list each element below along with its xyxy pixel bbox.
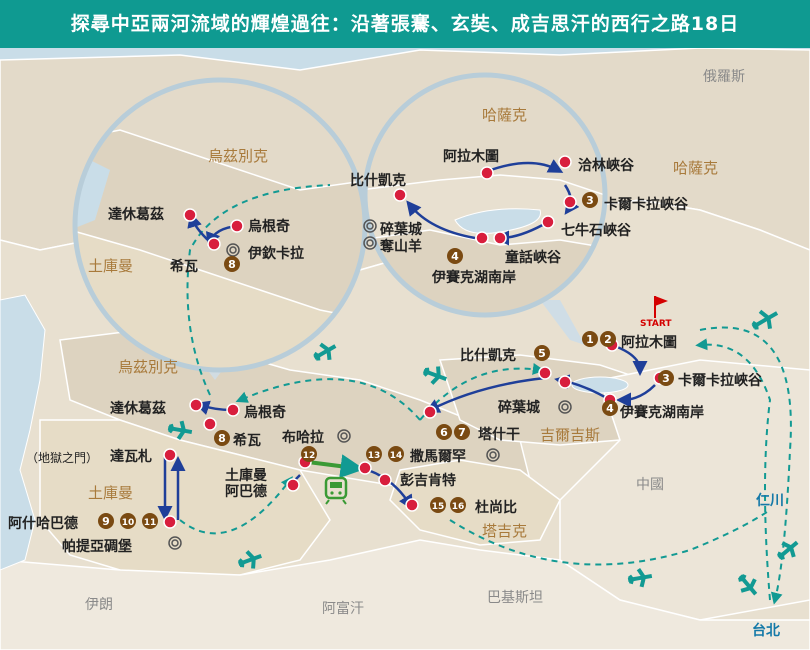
label-urgench-inset: 烏根奇 (248, 219, 290, 235)
inset-left (72, 77, 368, 380)
label-ibex: 奪山羊 (380, 239, 422, 255)
label-ashgabat: 阿什哈巴德 (8, 516, 78, 532)
label-bukhara: 布哈拉 (282, 430, 324, 446)
label-almaty-inset: 阿拉木圖 (443, 149, 499, 165)
country-uzbekistan-inset: 烏茲別克 (208, 147, 269, 165)
country-uzbekistan: 烏茲別克 (118, 358, 179, 376)
label-dashaoguz-inset: 達休葛茲 (108, 207, 164, 223)
country-russia: 俄羅斯 (703, 69, 745, 85)
label-darvaza: 達瓦札 (110, 449, 152, 465)
airplane-icon (167, 309, 799, 596)
country-turkmenistan-inset: 土庫曼 (88, 257, 134, 275)
label-urgench: 烏根奇 (244, 405, 286, 421)
land-south (0, 539, 810, 650)
caspian-sea (0, 294, 46, 571)
label-issyk-inset: 伊賽克湖南岸 (432, 270, 516, 286)
country-pakistan: 巴基斯坦 (487, 590, 543, 606)
label-incheon: 仁川 (756, 493, 784, 509)
label-bishkek-inset: 比什凱克 (350, 173, 406, 189)
label-turkmenabat: 土庫曼 阿巴德 (225, 468, 267, 500)
country-china: 中國 (636, 477, 664, 493)
country-kazakhstan-right: 哈薩克 (673, 159, 719, 177)
label-parthia: 帕提亞碉堡 (62, 539, 132, 555)
country-tajikistan: 塔吉克 (482, 522, 528, 540)
land-turkmen (39, 419, 331, 581)
label-tokmok-inset: 碎葉城 (380, 222, 422, 238)
label-gate-of-hell: （地獄之門） (26, 451, 99, 465)
train-icon (324, 476, 348, 505)
train-route (307, 454, 365, 479)
label-almaty: 阿拉木圖 (621, 335, 677, 351)
label-seven-bulls: 七牛石峽谷 (561, 223, 631, 239)
label-penjikent: 彭吉肯特 (400, 473, 456, 489)
country-afghanistan: 阿富汗 (322, 601, 364, 617)
label-dashaoguz: 達休葛茲 (110, 401, 166, 417)
country-turkmenistan: 土庫曼 (88, 484, 134, 502)
label-karakol-inset: 卡爾卡拉峽谷 (604, 197, 688, 213)
label-tokmok: 碎葉城 (498, 400, 540, 416)
label-dushanbe: 杜尚比 (475, 500, 517, 516)
country-kyrgyzstan: 吉爾吉斯 (540, 426, 601, 444)
country-kazakhstan-top: 哈薩克 (482, 106, 528, 124)
label-fairy-tale: 童話峽谷 (505, 250, 561, 266)
label-tashkent: 塔什干 (478, 427, 520, 443)
label-karakol: 卡爾卡拉峽谷 (678, 373, 762, 389)
label-issyk: 伊賽克湖南岸 (620, 405, 704, 421)
label-samarkand: 撒馬爾罕 (410, 449, 466, 465)
start-flag-icon (654, 296, 668, 318)
start-label: START (640, 319, 672, 329)
label-charyn: 洽林峽谷 (578, 158, 634, 174)
label-taipei: 台北 (752, 623, 780, 639)
label-itchan-kala: 伊欽卡拉 (248, 246, 304, 262)
label-bishkek: 比什凱克 (460, 348, 516, 364)
label-khiva: 希瓦 (233, 433, 261, 449)
country-iran: 伊朗 (85, 597, 113, 613)
label-khiva-inset: 希瓦 (170, 259, 198, 275)
page-title: 探尋中亞兩河流域的輝煌過往：沿著張騫、玄奘、成吉思汗的西行之路18日 (0, 0, 810, 48)
